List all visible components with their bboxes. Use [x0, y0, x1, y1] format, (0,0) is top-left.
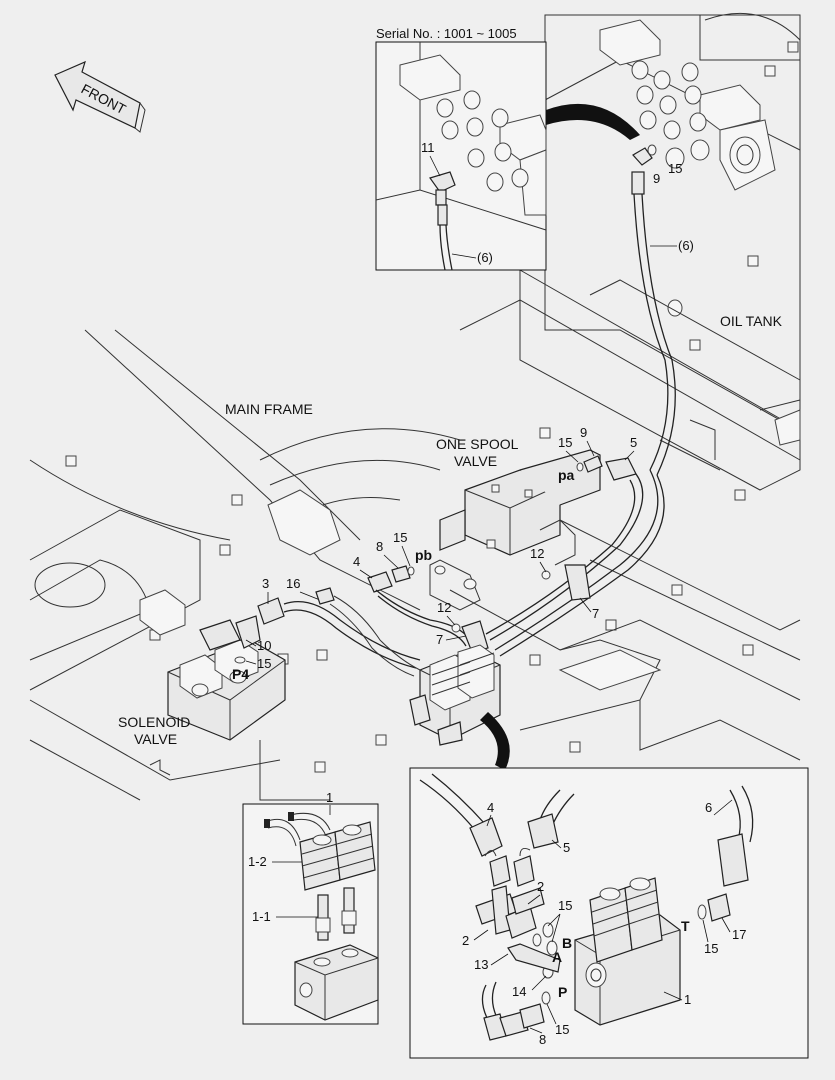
- return-hose-6: 9 15 (6): [631, 144, 694, 476]
- port-a: A: [552, 949, 562, 965]
- spool-fittings: pa pb 15 9 5 4 8 15: [353, 425, 637, 593]
- callout-br-5: 5: [563, 840, 570, 855]
- port-pb: pb: [415, 547, 432, 563]
- callout-br-1: 1: [684, 992, 691, 1007]
- front-arrow: FRONT: [54, 60, 146, 133]
- callout-top-15: 15: [668, 161, 682, 176]
- callout-m-15: 15: [558, 435, 572, 450]
- callout-m-5: 5: [630, 435, 637, 450]
- callout-m-15b: 15: [393, 530, 407, 545]
- assy-pointer-arrow: [480, 712, 510, 770]
- callout-m-7b: 7: [436, 632, 443, 647]
- callout-br-15a: 15: [558, 898, 572, 913]
- callout-inset-6: (6): [477, 250, 493, 265]
- callout-br-15b: 15: [555, 1022, 569, 1037]
- solenoid-valve-label-1: SOLENOID: [118, 714, 190, 730]
- one-spool-valve: ONE SPOOL VALVE: [429, 436, 601, 611]
- one-spool-valve-label-2: VALVE: [454, 453, 497, 469]
- callout-top-9: 9: [653, 171, 660, 186]
- callout-br-6: 6: [705, 800, 712, 815]
- callout-inset-11: 11: [421, 140, 435, 155]
- inset-bottom-right: B A P T 4 5 2 2 15 13 14 15 8 6 17 15 1: [409, 767, 809, 1059]
- oil-tank-label: OIL TANK: [720, 313, 783, 329]
- solenoid-assy-center: [409, 644, 501, 746]
- callout-m-3: 3: [262, 576, 269, 591]
- callout-m-10: 10: [257, 638, 271, 653]
- port-p4: P4: [232, 666, 249, 682]
- callout-m-15c: 15: [257, 656, 271, 671]
- inset-bottom-left: 1 1-2 1-1: [242, 790, 379, 1025]
- port-pa: pa: [558, 467, 575, 483]
- inset-serial-label: Serial No. : 1001 ~ 1005: [376, 26, 517, 41]
- callout-br-15c: 15: [704, 941, 718, 956]
- callout-m-9: 9: [580, 425, 587, 440]
- callout-m-12b: 12: [437, 600, 451, 615]
- callout-br-4: 4: [487, 800, 494, 815]
- callout-br-17: 17: [732, 927, 746, 942]
- port-t: T: [681, 918, 690, 934]
- callout-m-7a: 7: [592, 606, 599, 621]
- callout-br-13: 13: [474, 957, 488, 972]
- callout-bl-1: 1: [326, 790, 333, 805]
- port-p: P: [558, 984, 567, 1000]
- callout-m-16: 16: [286, 576, 300, 591]
- one-spool-valve-label-1: ONE SPOOL: [436, 436, 519, 452]
- main-frame-structure: [29, 12, 801, 801]
- callout-m-12a: 12: [530, 546, 544, 561]
- callout-top-6: (6): [678, 238, 694, 253]
- solenoid-valve-main: SOLENOID VALVE P4 3 16 10 15: [118, 576, 421, 776]
- callout-br-2b: 2: [462, 933, 469, 948]
- callout-bl-1-2: 1-2: [248, 854, 267, 869]
- callout-m-4: 4: [353, 554, 360, 569]
- port-b: B: [562, 935, 572, 951]
- callout-bl-1-1: 1-1: [252, 909, 271, 924]
- inset-top: Serial No. : 1001 ~ 1005 11 (6): [375, 26, 547, 271]
- callout-m-8: 8: [376, 539, 383, 554]
- callout-br-2a: 2: [537, 879, 544, 894]
- solenoid-valve-label-2: VALVE: [134, 731, 177, 747]
- hose-bundle: 12 12 7 7 7: [375, 469, 665, 673]
- inset-pointer-arrow: [546, 103, 640, 140]
- main-frame-label: MAIN FRAME: [225, 401, 313, 417]
- callout-br-14: 14: [512, 984, 526, 999]
- callout-br-8: 8: [539, 1032, 546, 1047]
